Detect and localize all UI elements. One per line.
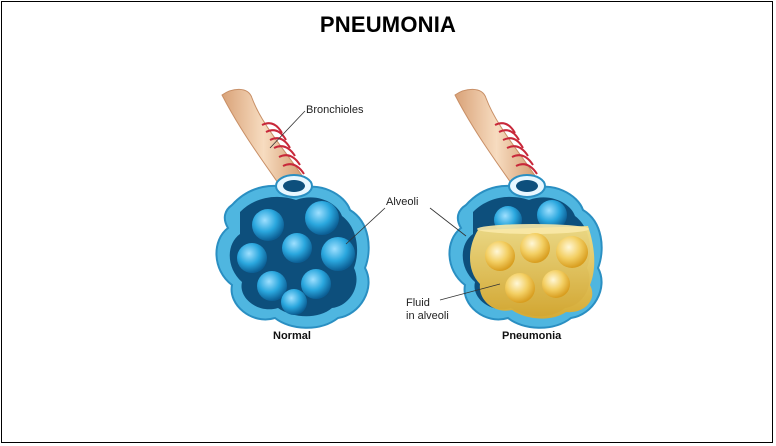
- pneumonia-alveolus: [449, 89, 601, 327]
- normal-alveolus: [216, 89, 368, 327]
- label-bronchioles: Bronchioles: [306, 104, 363, 117]
- caption-pneumonia: Pneumonia: [502, 330, 561, 342]
- label-fluid-line2: in alveoli: [406, 310, 449, 323]
- label-alveoli: Alveoli: [386, 196, 418, 209]
- caption-normal: Normal: [273, 330, 311, 342]
- label-fluid-line1: Fluid: [406, 297, 430, 310]
